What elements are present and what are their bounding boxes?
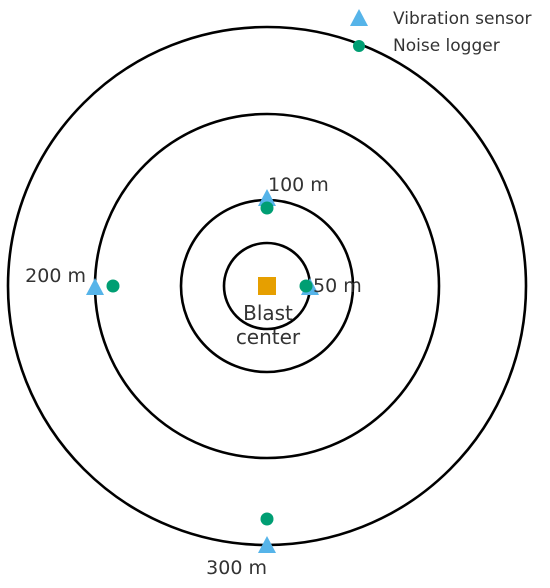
legend-circle-icon: [353, 40, 365, 52]
vibration-sensor-300m: [258, 536, 276, 553]
vibration-sensor-200m: [86, 278, 104, 295]
ring-label-200m: 200 m: [25, 265, 86, 287]
noise-logger-200m: [106, 279, 120, 293]
legend-vibration-label: Vibration sensor: [393, 9, 531, 29]
legend-triangle-icon: [350, 9, 368, 26]
legend: Vibration sensor Noise logger: [350, 9, 531, 56]
noise-logger-100m: [260, 201, 274, 215]
blast-center-label-line2: center: [236, 325, 301, 349]
blast-center-marker: [258, 277, 276, 295]
ring-label-50m: 50 m: [313, 275, 362, 297]
noise-logger-300m: [260, 512, 274, 526]
vibration-sensor-100m: [258, 189, 276, 206]
ring-label-100m: 100 m: [268, 174, 329, 196]
legend-noise-label: Noise logger: [393, 36, 500, 56]
noise-logger-50m: [299, 279, 313, 293]
blast-center-label-line1: Blast: [243, 301, 293, 325]
ring-label-300m: 300 m: [206, 557, 267, 579]
